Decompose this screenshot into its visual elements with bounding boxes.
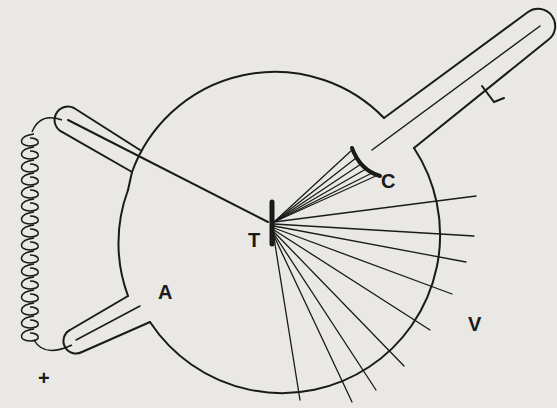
coil-turn — [21, 238, 38, 250]
coil-turn — [21, 225, 38, 237]
coil-turn — [21, 290, 38, 302]
coil-turn — [21, 303, 38, 315]
coil-turn — [21, 316, 38, 328]
induction-coil — [21, 134, 38, 341]
cathode-label: C — [381, 171, 395, 191]
coil-turn — [21, 186, 38, 198]
tube-nipple — [482, 86, 504, 102]
terminal-label: + — [38, 368, 50, 388]
coil-turn — [21, 173, 38, 185]
cathode-cup — [352, 148, 380, 176]
coil-turn — [21, 264, 38, 276]
side-arm — [63, 296, 150, 354]
anode-arm — [55, 107, 140, 190]
coil-turn — [21, 329, 38, 341]
glass-bulb — [118, 72, 440, 393]
anode-label: A — [158, 282, 172, 302]
target-label: T — [248, 230, 260, 250]
coil-turn — [21, 212, 38, 224]
coil-turn — [21, 160, 38, 172]
coil-lead — [32, 118, 72, 351]
coil-turn — [21, 199, 38, 211]
x-rays — [274, 196, 476, 402]
coil-turn — [21, 277, 38, 289]
coil-turn — [21, 251, 38, 263]
electrode — [76, 306, 140, 340]
cathode-stem — [372, 26, 540, 150]
target-rod — [68, 120, 268, 222]
coil-turn — [21, 147, 38, 159]
ray-label: V — [468, 314, 481, 334]
coil-turn — [21, 134, 38, 146]
